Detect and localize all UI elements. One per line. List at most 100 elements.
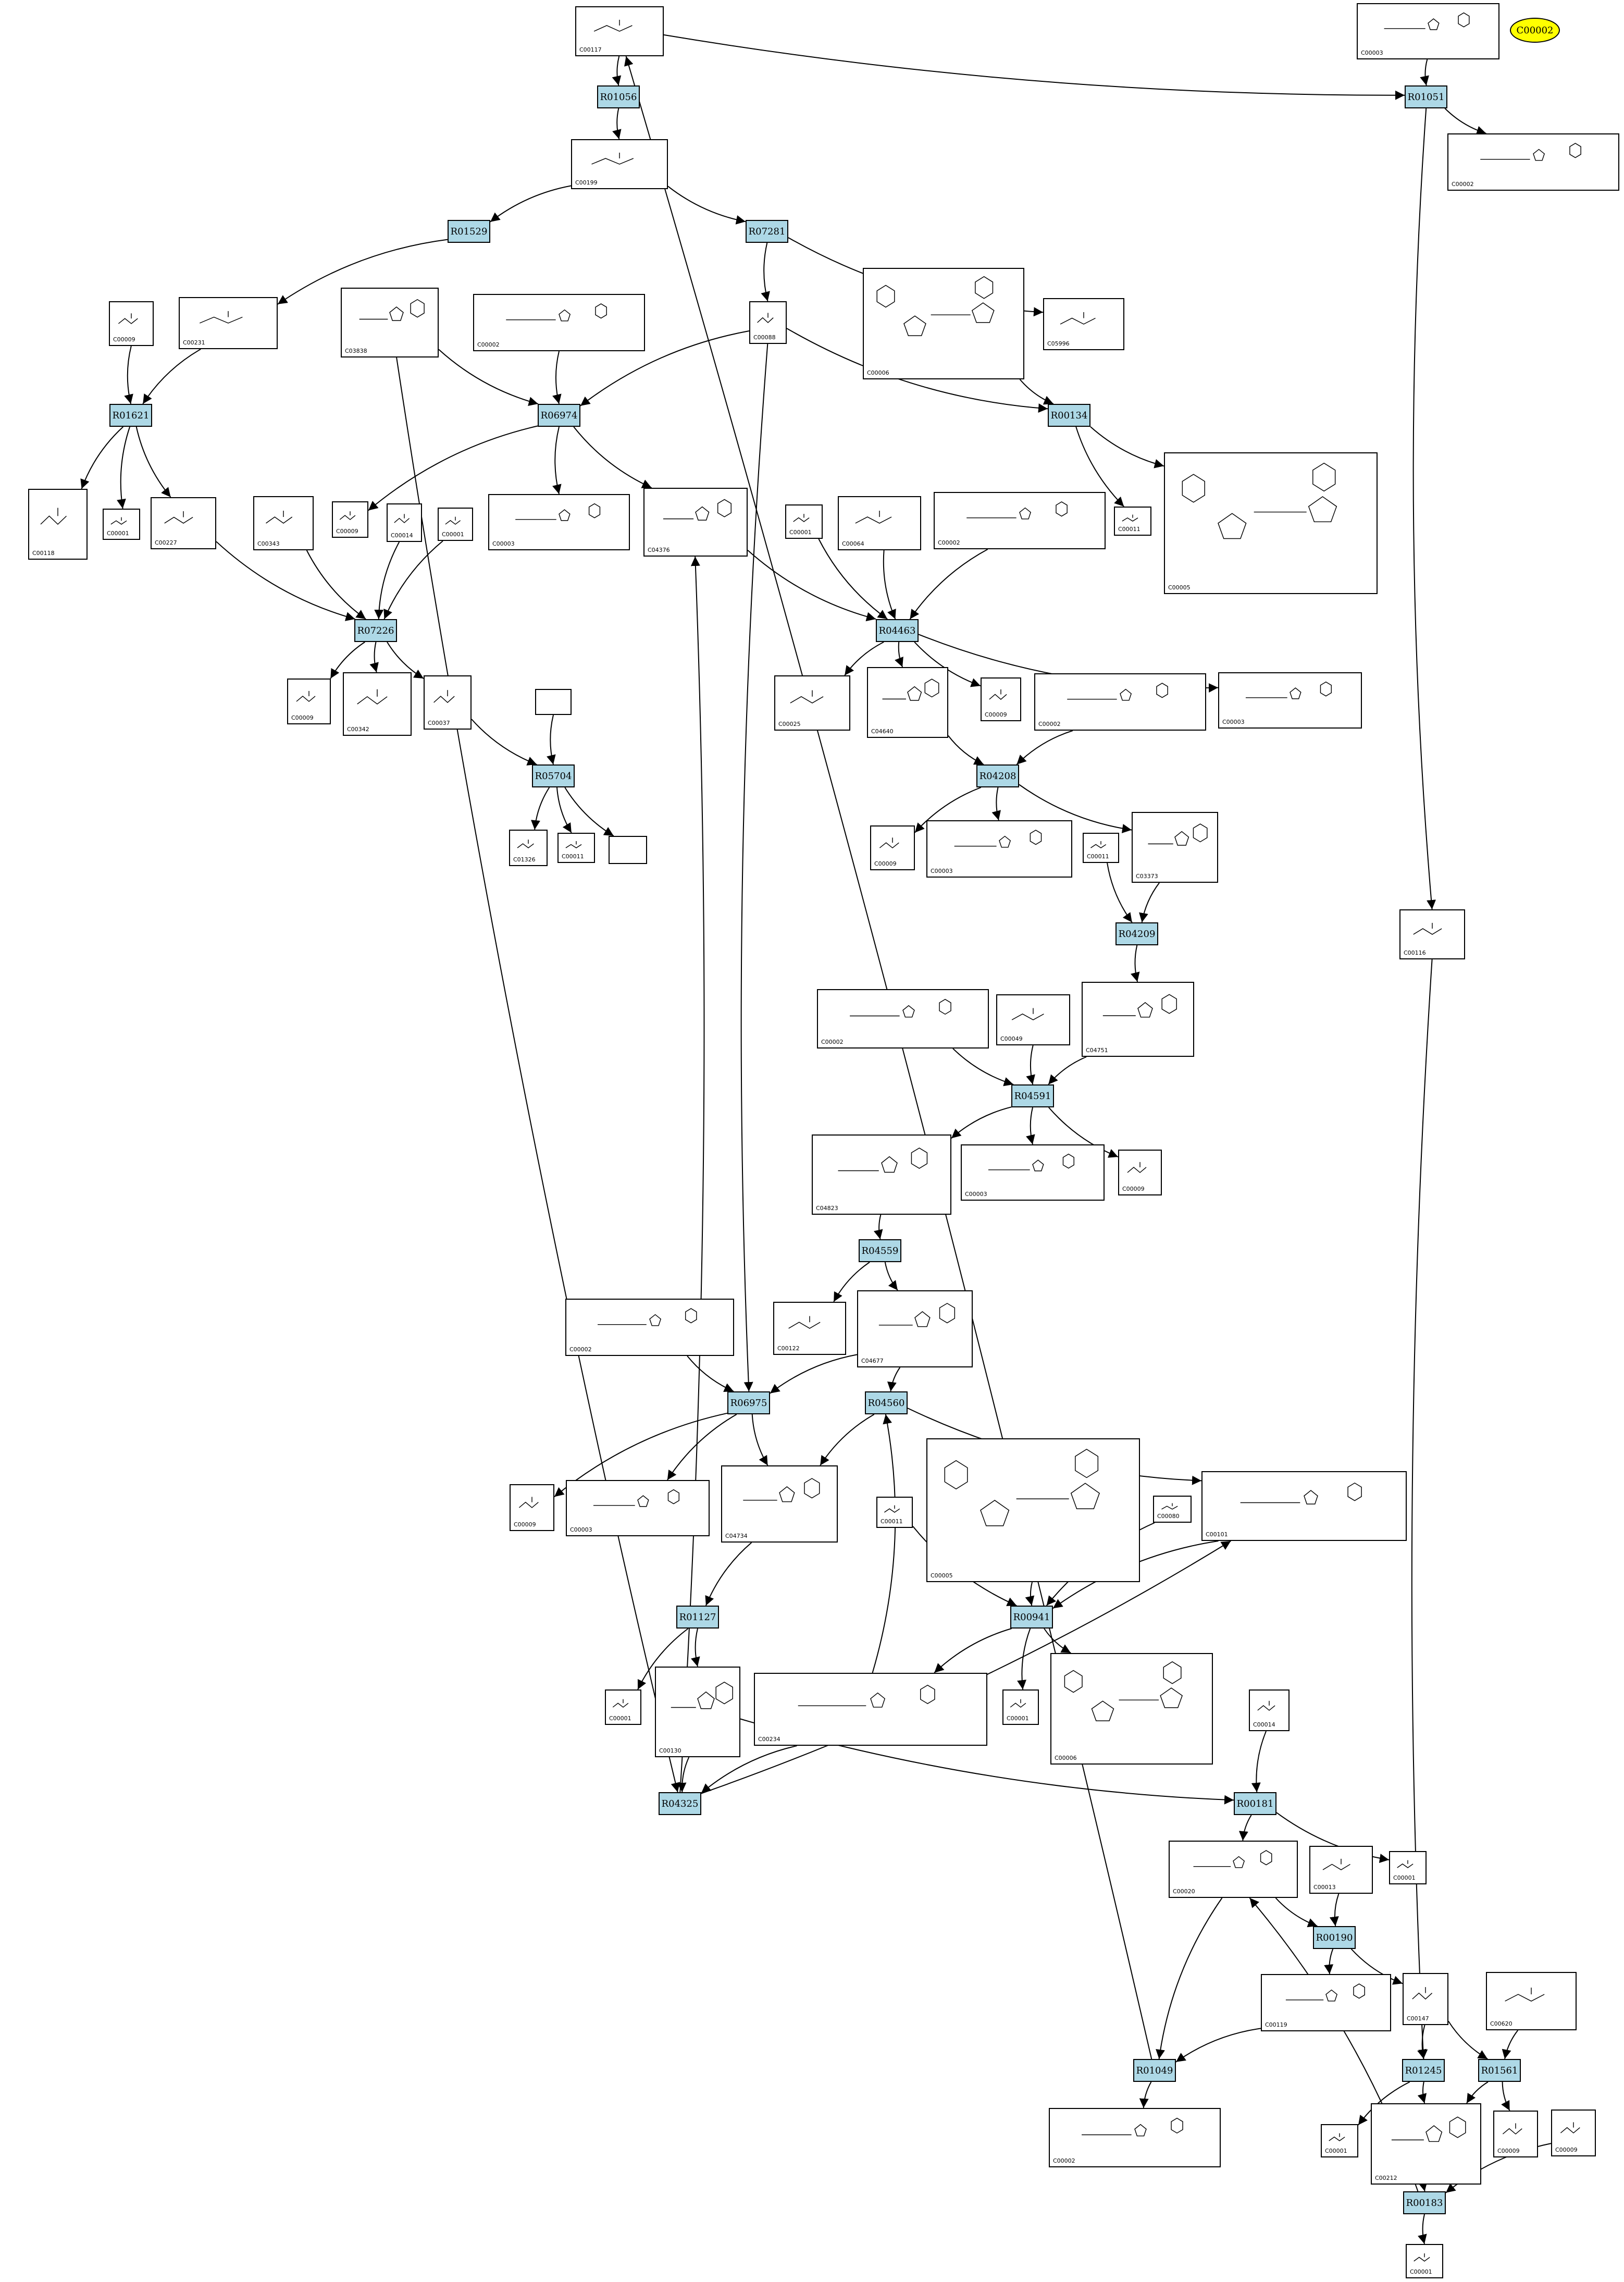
- reaction-r00190[interactable]: R00190: [1313, 1926, 1356, 1949]
- compound-c00001-b[interactable]: C00001: [438, 508, 473, 541]
- reaction-r00183[interactable]: R00183: [1403, 2191, 1446, 2214]
- compound-c00009-g[interactable]: C00009: [510, 1484, 554, 1531]
- reaction-r04209[interactable]: R04209: [1115, 922, 1158, 945]
- reaction-r04463[interactable]: R04463: [876, 619, 919, 642]
- compound-c00014-b[interactable]: C00014: [1249, 1689, 1290, 1731]
- compound-c04823[interactable]: C04823: [812, 1134, 951, 1215]
- compound-c00009-i[interactable]: C00009: [1551, 2110, 1596, 2156]
- compound-c00025[interactable]: C00025: [774, 675, 850, 731]
- compound-c00343[interactable]: C00343: [253, 496, 314, 550]
- compound-c04677[interactable]: C04677: [857, 1290, 973, 1367]
- compound-c04734[interactable]: C04734: [721, 1465, 838, 1543]
- compound-c00037[interactable]: C00037: [424, 675, 472, 730]
- compound-c04376[interactable]: C04376: [643, 488, 748, 557]
- compound-c00009-a[interactable]: C00009: [109, 301, 154, 346]
- compound-c00049[interactable]: C00049: [996, 994, 1070, 1045]
- compound-c00009-h[interactable]: C00009: [1493, 2111, 1538, 2157]
- compound-c00002-e[interactable]: C00002: [817, 989, 989, 1049]
- compound-c00009-d[interactable]: C00009: [981, 677, 1021, 721]
- compound-c00011-d[interactable]: C00011: [876, 1497, 913, 1528]
- reaction-r04208[interactable]: R04208: [976, 764, 1019, 787]
- compound-c00199[interactable]: C00199: [571, 139, 668, 189]
- compound-c05996[interactable]: C05996: [1043, 298, 1124, 350]
- reaction-r04559[interactable]: R04559: [859, 1239, 901, 1262]
- reaction-r07226[interactable]: R07226: [354, 619, 397, 642]
- compound-c00006-a[interactable]: C00006: [863, 268, 1024, 379]
- compound-c00020[interactable]: C00020: [1169, 1841, 1298, 1898]
- compound-c00002-b[interactable]: C00002: [473, 294, 645, 351]
- compound-c00011-c[interactable]: C00011: [1083, 833, 1119, 863]
- compound-c00118[interactable]: C00118: [28, 489, 88, 560]
- compound-c00227[interactable]: C00227: [151, 497, 216, 549]
- reaction-r04591[interactable]: R04591: [1011, 1084, 1054, 1107]
- reaction-r00134[interactable]: R00134: [1048, 404, 1090, 427]
- reaction-r01529[interactable]: R01529: [448, 220, 490, 243]
- reaction-r01561[interactable]: R01561: [1478, 2059, 1521, 2082]
- compound-c00119[interactable]: C00119: [1261, 1974, 1391, 2031]
- compound-c00001-d[interactable]: C00001: [605, 1689, 641, 1725]
- compound-c00001-g[interactable]: C00001: [1321, 2124, 1358, 2157]
- compound-c00001-h[interactable]: C00001: [1406, 2244, 1443, 2278]
- compound-c00212[interactable]: C00212: [1371, 2103, 1481, 2185]
- compound-c04640[interactable]: C04640: [867, 667, 948, 738]
- compound-blank-b[interactable]: [609, 836, 647, 864]
- compound-c00064[interactable]: C00064: [838, 496, 921, 550]
- compound-c00009-b[interactable]: C00009: [332, 501, 368, 538]
- compound-c00002-f[interactable]: C00002: [565, 1299, 734, 1356]
- reaction-r05704[interactable]: R05704: [532, 764, 575, 787]
- compound-c00003-top[interactable]: C00003: [1357, 3, 1499, 59]
- compound-c00009-f[interactable]: C00009: [1118, 1150, 1162, 1195]
- compound-c00088[interactable]: C00088: [749, 301, 787, 344]
- compound-c00011-b[interactable]: C00011: [557, 833, 595, 863]
- compound-c00130[interactable]: C00130: [655, 1667, 740, 1757]
- compound-c03373[interactable]: C03373: [1132, 812, 1218, 883]
- compound-c00147[interactable]: C00147: [1403, 1973, 1448, 2025]
- compound-c00006-b[interactable]: C00006: [1050, 1653, 1213, 1765]
- reaction-r01245[interactable]: R01245: [1402, 2059, 1445, 2082]
- compound-c00231[interactable]: C00231: [179, 297, 278, 349]
- compound-c00122[interactable]: C00122: [773, 1302, 846, 1355]
- compound-blank-a[interactable]: [535, 689, 572, 715]
- compound-c00009-c[interactable]: C00009: [287, 679, 331, 724]
- compound-c00011-a[interactable]: C00011: [1114, 507, 1151, 536]
- reaction-r01051[interactable]: R01051: [1405, 85, 1447, 108]
- compound-c00002-a[interactable]: C00002: [1447, 133, 1619, 191]
- compound-c00117[interactable]: C00117: [575, 6, 664, 56]
- reaction-r01049[interactable]: R01049: [1133, 2059, 1176, 2082]
- compound-c00001-e[interactable]: C00001: [1002, 1689, 1039, 1725]
- compound-c00080[interactable]: C00080: [1153, 1496, 1192, 1523]
- compound-c00002-d[interactable]: C00002: [1034, 673, 1206, 731]
- compound-c04751[interactable]: C04751: [1082, 982, 1194, 1057]
- reaction-r04560[interactable]: R04560: [865, 1391, 908, 1414]
- reaction-r01056[interactable]: R01056: [597, 85, 640, 108]
- reaction-r00941[interactable]: R00941: [1010, 1606, 1053, 1629]
- reaction-r00181[interactable]: R00181: [1234, 1792, 1276, 1815]
- compound-c00001-a[interactable]: C00001: [103, 509, 140, 540]
- reaction-r04325[interactable]: R04325: [659, 1792, 701, 1815]
- compound-c00002-c[interactable]: C00002: [934, 492, 1106, 549]
- reaction-r07281[interactable]: R07281: [746, 220, 788, 243]
- reaction-r06974[interactable]: R06974: [538, 404, 580, 427]
- compound-c00116[interactable]: C00116: [1399, 909, 1465, 959]
- compound-c00003-a[interactable]: C00003: [488, 494, 630, 550]
- compound-c00013[interactable]: C00013: [1309, 1846, 1373, 1894]
- compound-c00003-b[interactable]: C00003: [1218, 672, 1362, 729]
- compound-c00101[interactable]: C00101: [1201, 1471, 1407, 1541]
- compound-c00001-f[interactable]: C00001: [1389, 1851, 1427, 1884]
- compound-c00009-e[interactable]: C00009: [870, 825, 915, 870]
- reaction-r01621[interactable]: R01621: [109, 404, 152, 427]
- compound-c00002-g[interactable]: C00002: [1049, 2108, 1221, 2167]
- reaction-r01127[interactable]: R01127: [676, 1606, 719, 1629]
- compound-c00620[interactable]: C00620: [1486, 1972, 1577, 2030]
- reaction-r06975[interactable]: R06975: [727, 1391, 770, 1414]
- compound-c00342[interactable]: C00342: [343, 672, 412, 736]
- compound-c00234[interactable]: C00234: [754, 1673, 987, 1746]
- compound-c00001-c[interactable]: C00001: [785, 504, 823, 539]
- compound-c00003-c[interactable]: C00003: [926, 820, 1072, 878]
- compound-c00005-b[interactable]: C00005: [926, 1438, 1140, 1582]
- compound-c00005[interactable]: C00005: [1164, 452, 1378, 594]
- compound-c00014-a[interactable]: C00014: [387, 503, 422, 542]
- compound-c01326[interactable]: C01326: [509, 830, 548, 866]
- compound-c00003-d[interactable]: C00003: [961, 1144, 1105, 1201]
- compound-c00003-e[interactable]: C00003: [566, 1480, 710, 1536]
